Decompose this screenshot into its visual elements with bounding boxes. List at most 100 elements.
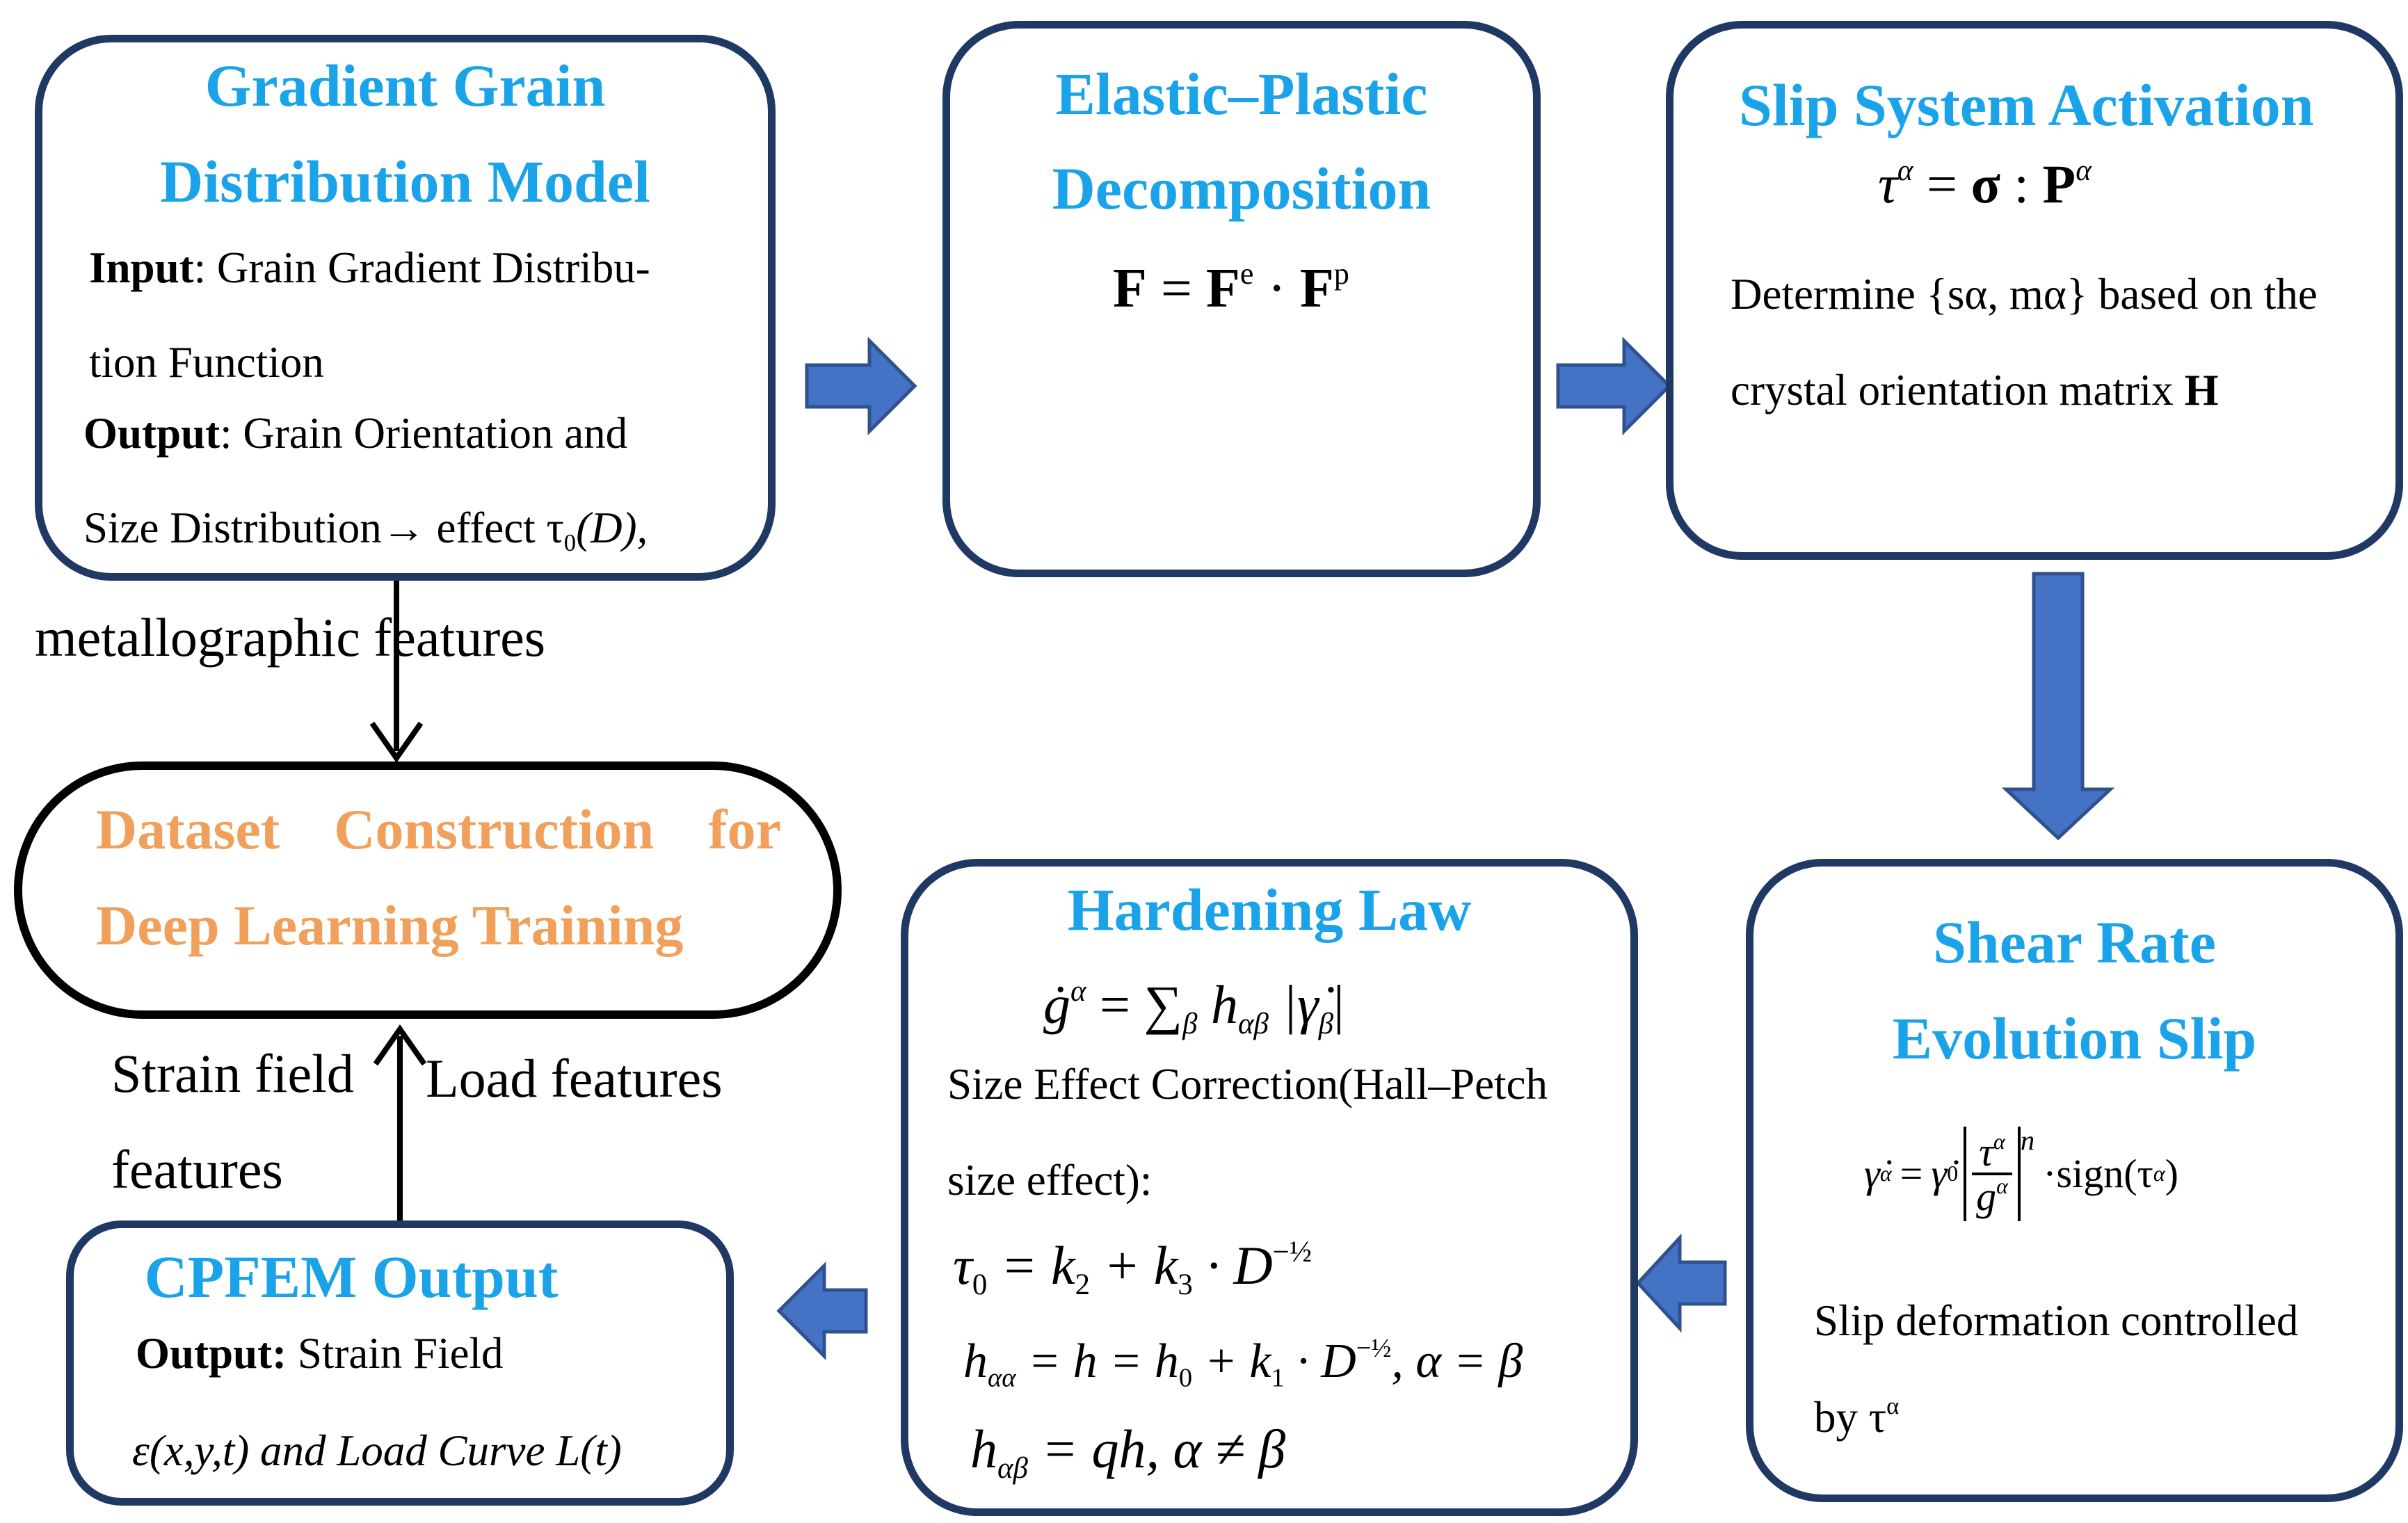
eq3-k1: 1: [1271, 1363, 1285, 1393]
eq2-tau: τ: [953, 1235, 972, 1296]
dataset-oval: [14, 762, 842, 1019]
eq-gamma0: γ̇: [1931, 1150, 1948, 1196]
hardening-law-box: [901, 859, 1638, 1516]
eq3-condition: , α = β: [1391, 1334, 1523, 1388]
eq3-h: h: [963, 1334, 988, 1388]
block-arrow-left-2: [776, 1261, 868, 1361]
dataset-word: Dataset: [96, 798, 280, 861]
line2-text: crystal orientation matrix: [1731, 366, 2174, 414]
shear-rate-title-1: Shear Rate: [1933, 909, 2216, 976]
dataset-title-1: Dataset Construction for: [96, 801, 781, 858]
frac-alpha-num: α: [1993, 1129, 2005, 1154]
output-line2-text: Size Distribution→ effect τ: [83, 503, 564, 552]
eq2-D: · D: [1206, 1235, 1273, 1296]
hardening-line2: size effect):: [947, 1156, 1153, 1204]
tau0-subscript: 0: [563, 530, 577, 557]
matrix-H: H: [2184, 366, 2219, 414]
eq3-plus-k: + k: [1204, 1334, 1271, 1388]
eq-zero-sub: 0: [1947, 1161, 1959, 1186]
eq-sign-close: ): [2165, 1150, 2178, 1196]
eq2-tau-sub: 0: [972, 1268, 988, 1302]
eq2-exponent: −½: [1272, 1236, 1313, 1268]
exponent-n: n: [2020, 1125, 2035, 1156]
eq-P: P: [2042, 154, 2076, 215]
eq1-gamma-beta: β: [1318, 1008, 1333, 1041]
eq1-alpha: α: [1070, 975, 1086, 1008]
shear-rate-box: [1746, 859, 2403, 1502]
eq2-k2: 2: [1075, 1268, 1091, 1302]
eq1-g-dot: ġ: [1043, 974, 1070, 1036]
hardening-equation: ġα = ∑β hαβ |γ̇β|: [1043, 974, 1345, 1041]
eq-alpha-sign: α: [2153, 1161, 2165, 1186]
eq4-h-sub: αβ: [997, 1452, 1028, 1485]
slip-activation-title: Slip System Activation: [1739, 72, 2314, 138]
load-features-label: Load features: [426, 1048, 723, 1109]
cpfem-output-line2: ε(x,y,t) and Load Curve L(t): [132, 1426, 622, 1475]
frac-tau: τ: [1979, 1129, 1994, 1175]
eq2-plus-k: + k: [1103, 1235, 1178, 1296]
dataset-title-2: Deep Learning Training: [96, 894, 684, 957]
grain-model-output-line1: Output: Grain Orientation and: [83, 412, 627, 456]
eq2-k3: 3: [1178, 1268, 1193, 1302]
strain-field-label: Strain field: [111, 1043, 354, 1104]
cpfem-to-oval-arrowhead: [373, 1024, 427, 1066]
output-text: : Grain Orientation and: [220, 409, 628, 458]
eq1-sum: = ∑: [1100, 974, 1183, 1036]
slip-activation-line2: crystal orientation matrix H: [1731, 369, 2219, 412]
eq4-h: h: [970, 1419, 997, 1479]
decomposition-equation: F = Fe · Fp: [1113, 257, 1349, 319]
line2-text: by τ: [1814, 1392, 1887, 1442]
abs-bars: τα gα: [1964, 1127, 2021, 1221]
eq-sigma: σ: [1970, 154, 2000, 215]
eq2-k: = k: [1000, 1235, 1075, 1296]
eq3-h-sub: αα: [988, 1363, 1016, 1393]
self-hardening-equation: hαα = h = h0 + k1 · D−½, α = β: [963, 1335, 1523, 1392]
eq-colon: :: [2014, 154, 2030, 215]
grain-model-input-line2: tion Function: [89, 338, 324, 387]
eq3-D: · D: [1297, 1334, 1356, 1388]
eq-alpha2: α: [2076, 154, 2092, 187]
eq3-h0: 0: [1178, 1363, 1193, 1393]
eq-F: F: [1113, 258, 1147, 319]
strain-features-label: features: [111, 1139, 283, 1200]
grain-model-title-2: Distribution Model: [160, 148, 650, 215]
for-word: for: [708, 798, 781, 861]
eq-dot: ·: [1267, 258, 1287, 319]
eq4-rest: = qh, α ≠ β: [1041, 1419, 1286, 1479]
grain-model-title-1: Gradient Grain: [204, 52, 606, 119]
eq-equals: =: [1160, 258, 1192, 319]
cpfem-output-title: CPFEM Output: [144, 1243, 559, 1310]
eq-equals: =: [1900, 1150, 1923, 1196]
eq1-h: h: [1211, 974, 1238, 1036]
schmid-equation: τα = σ : Pα: [1878, 156, 2092, 211]
input-label: Input: [89, 243, 194, 292]
block-arrow-right-2: [1556, 336, 1672, 436]
latent-hardening-equation: hαβ = qh, α ≠ β: [970, 1422, 1285, 1484]
eq-Fp: F: [1300, 258, 1334, 319]
hardening-law-title: Hardening Law: [1067, 876, 1472, 943]
eq1-beta: β: [1182, 1008, 1198, 1041]
hardening-line1: Size Effect Correction(Hall–Petch: [947, 1060, 1548, 1109]
eq-gamma-dot: γ̇: [1864, 1150, 1880, 1196]
tau0-argument: (D),: [576, 503, 648, 552]
cpfem-output-text: Strain Field: [287, 1329, 504, 1378]
frac-g: g: [1976, 1173, 1997, 1219]
block-arrow-left-1: [1635, 1233, 1727, 1333]
tau-alpha-sup: α: [1886, 1393, 1900, 1419]
eq1-h-sub: αβ: [1238, 1008, 1269, 1041]
frac-alpha-den: α: [1996, 1173, 2008, 1198]
eq-e-sup: e: [1239, 257, 1254, 291]
eq1-abs-close: |: [1333, 974, 1345, 1036]
shear-rate-title-2: Evolution Slip: [1892, 1005, 2257, 1072]
eq-n: n: [2020, 1125, 2035, 1156]
construction-word: Construction: [334, 798, 655, 861]
cpfem-output-label: Output:: [136, 1329, 287, 1378]
box1-to-oval-arrowhead: [369, 721, 424, 763]
eq-p-sup: p: [1333, 257, 1349, 291]
eq-alpha: α: [1897, 154, 1913, 187]
hall-petch-equation: τ0 = k2 + k3 · D−½: [953, 1235, 1313, 1302]
output-label: Output: [83, 409, 220, 458]
